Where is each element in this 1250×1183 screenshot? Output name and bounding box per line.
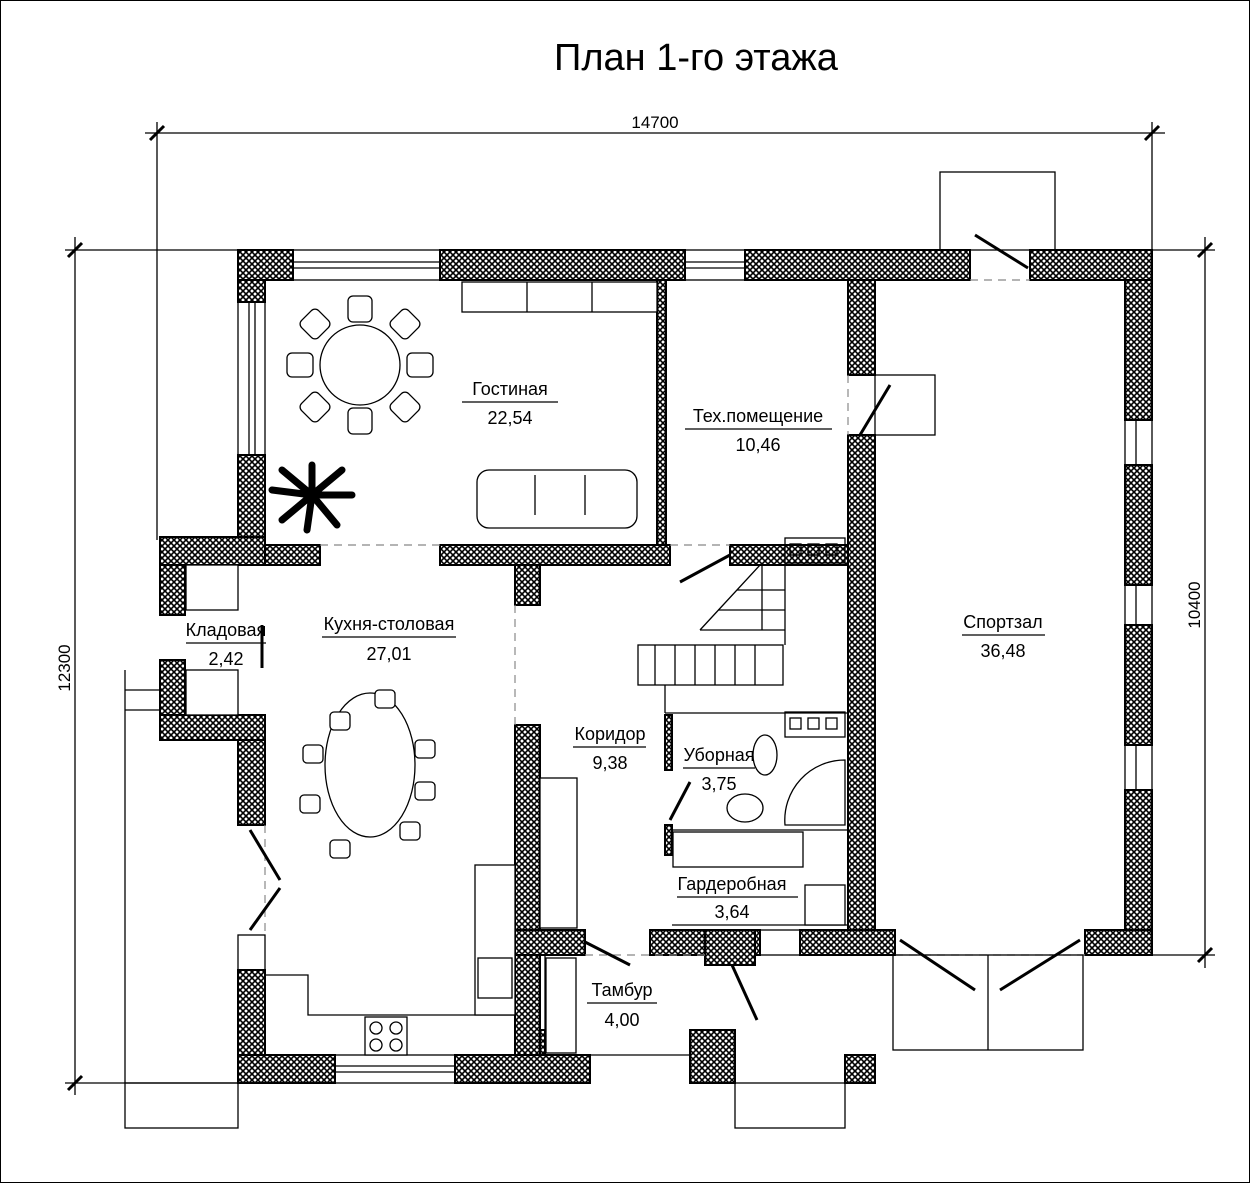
sofa bbox=[476, 469, 638, 529]
staircase bbox=[637, 564, 786, 713]
svg-text:2,42: 2,42 bbox=[208, 649, 243, 669]
shelf bbox=[185, 564, 239, 611]
room-storage: Кладовая 2,42 bbox=[186, 620, 267, 669]
round-table bbox=[319, 324, 401, 406]
door bbox=[248, 829, 282, 881]
dimension-left: 12300 bbox=[55, 237, 238, 1095]
interior-lines bbox=[544, 537, 848, 1056]
svg-text:3,64: 3,64 bbox=[714, 902, 749, 922]
shower bbox=[784, 759, 846, 826]
svg-text:36,48: 36,48 bbox=[980, 641, 1025, 661]
svg-text:10400: 10400 bbox=[1185, 581, 1204, 628]
svg-text:Гостиная: Гостиная bbox=[472, 379, 548, 399]
plant-icon bbox=[268, 461, 356, 534]
chairs bbox=[299, 689, 436, 859]
dimension-top: 14700 bbox=[145, 113, 1165, 540]
cabinet bbox=[461, 281, 658, 313]
shelf bbox=[672, 831, 804, 868]
dimension-right: 10400 bbox=[1152, 237, 1215, 968]
svg-text:10,46: 10,46 bbox=[735, 435, 780, 455]
sink bbox=[477, 957, 513, 999]
room-wc: Уборная 3,75 bbox=[683, 745, 755, 794]
room-kitchen: Кухня-столовая 27,01 bbox=[322, 614, 456, 664]
room-vestibule: Тамбур 4,00 bbox=[587, 980, 657, 1030]
walls bbox=[159, 249, 1153, 1084]
room-living: Гостиная 22,54 bbox=[462, 379, 558, 428]
door bbox=[974, 233, 1029, 270]
wardrobe bbox=[545, 957, 577, 1054]
svg-text:Тамбур: Тамбур bbox=[591, 980, 652, 1000]
svg-text:9,38: 9,38 bbox=[592, 753, 627, 773]
svg-text:Кладовая: Кладовая bbox=[186, 620, 267, 640]
furniture bbox=[185, 281, 846, 1056]
svg-text:4,00: 4,00 bbox=[604, 1010, 639, 1030]
svg-text:Коридор: Коридор bbox=[574, 724, 645, 744]
toilet bbox=[752, 734, 778, 776]
svg-text:Гардеробная: Гардеробная bbox=[678, 874, 787, 894]
svg-text:Уборная: Уборная bbox=[683, 745, 754, 765]
svg-text:Спортзал: Спортзал bbox=[963, 612, 1042, 632]
shelf bbox=[804, 884, 846, 926]
room-tech: Тех.помещение 10,46 bbox=[685, 406, 832, 455]
room-labels: Гостиная 22,54 Тех.помещение 10,46 Спортза… bbox=[186, 379, 1045, 1030]
door bbox=[899, 938, 976, 992]
room-gym: Спортзал 36,48 bbox=[962, 612, 1045, 661]
svg-text:22,54: 22,54 bbox=[487, 408, 532, 428]
washbasin bbox=[726, 793, 764, 823]
porches bbox=[124, 171, 1084, 1129]
door bbox=[584, 940, 631, 967]
door bbox=[730, 964, 759, 1021]
wardrobe bbox=[539, 777, 578, 929]
svg-text:Кухня-столовая: Кухня-столовая bbox=[324, 614, 455, 634]
chairs bbox=[286, 295, 434, 435]
door bbox=[679, 553, 731, 584]
room-corridor: Коридор 9,38 bbox=[573, 724, 646, 773]
door bbox=[999, 938, 1081, 992]
plan-title: План 1-го этажа bbox=[554, 37, 839, 79]
svg-text:27,01: 27,01 bbox=[366, 644, 411, 664]
svg-text:Тех.помещение: Тех.помещение bbox=[693, 406, 823, 426]
svg-text:14700: 14700 bbox=[631, 113, 678, 132]
room-wardrobe: Гардеробная 3,64 bbox=[677, 874, 798, 922]
svg-text:12300: 12300 bbox=[55, 644, 74, 691]
shelf bbox=[185, 669, 239, 716]
svg-text:3,75: 3,75 bbox=[701, 774, 736, 794]
door bbox=[248, 887, 282, 931]
door bbox=[668, 781, 692, 821]
